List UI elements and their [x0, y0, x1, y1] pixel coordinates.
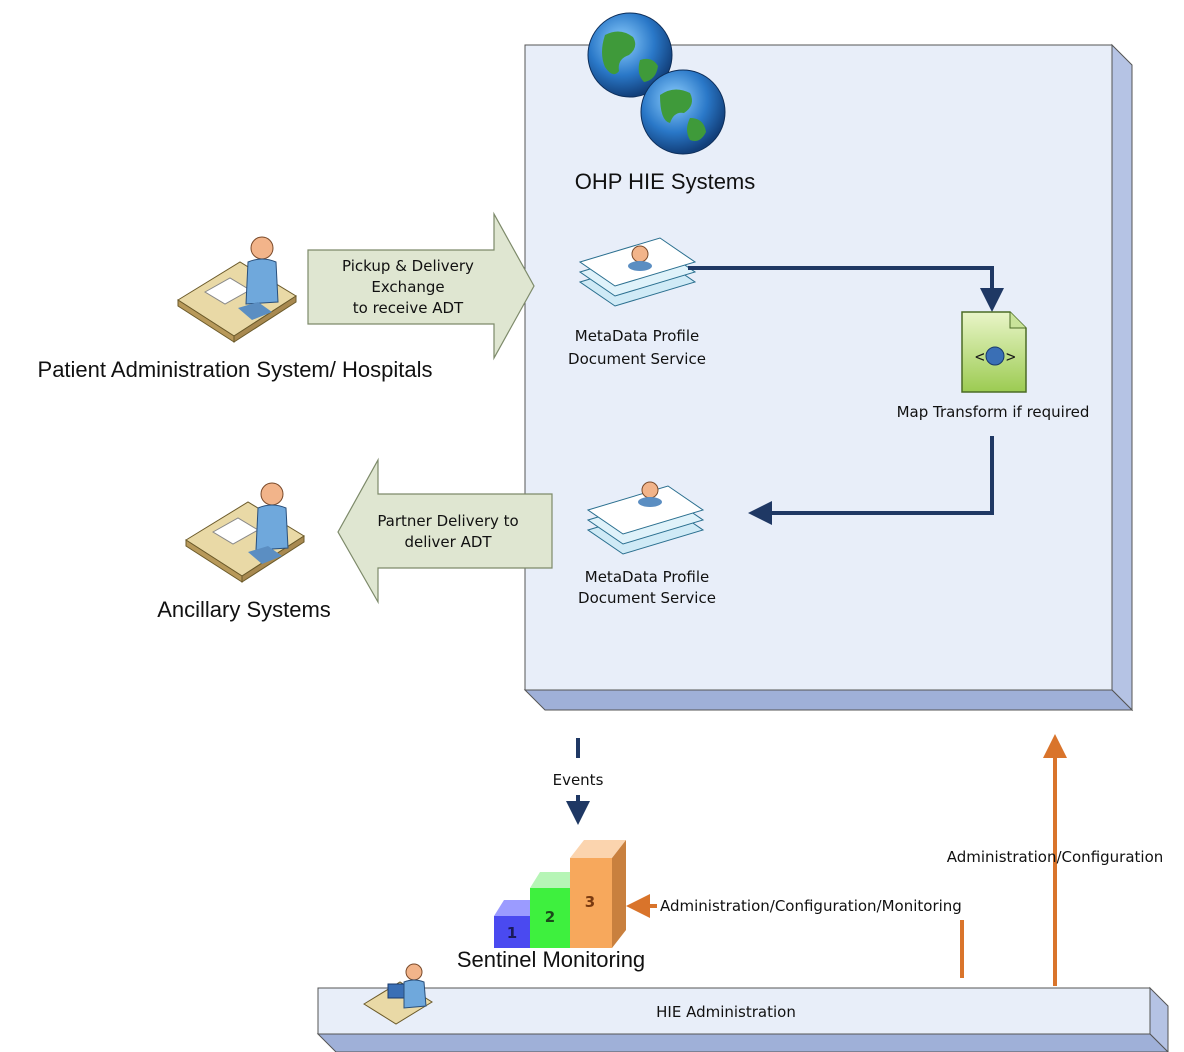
- hie-systems-box: [523, 43, 1134, 712]
- map-transform-icon: < >: [961, 311, 1027, 393]
- sentinel-bar-3-label: 3: [585, 893, 595, 911]
- partner-arrow-line2: deliver ADT: [404, 533, 492, 551]
- sentinel-label: Sentinel Monitoring: [457, 947, 645, 972]
- pickup-arrow-line1: Pickup & Delivery: [342, 257, 474, 275]
- doc-service-2-line2: Document Service: [578, 589, 716, 607]
- sentinel-monitoring-icon: [494, 840, 626, 948]
- hie-administration-bar: [316, 986, 1169, 1052]
- hie-systems-title: OHP HIE Systems: [575, 169, 756, 194]
- patient-admin-label: Patient Administration System/ Hospitals: [38, 357, 433, 382]
- admin-config-label: Administration/Configuration: [947, 848, 1164, 866]
- hie-admin-label: HIE Administration: [656, 1003, 796, 1021]
- events-label: Events: [553, 771, 604, 789]
- map-transform-label: Map Transform if required: [897, 403, 1090, 421]
- pickup-arrow-line2: Exchange: [371, 278, 444, 296]
- pickup-delivery-arrow: [307, 211, 535, 361]
- person-at-desk-icon: [185, 482, 305, 583]
- globe-icon: [587, 12, 726, 155]
- doc-service-1-line1: MetaData Profile: [575, 327, 699, 345]
- document-stack-icon: [586, 481, 705, 555]
- partner-delivery-arrow: [337, 457, 553, 605]
- ancillary-label: Ancillary Systems: [157, 597, 331, 622]
- person-at-computer-icon: [363, 963, 433, 1025]
- sentinel-bar-1-label: 1: [507, 924, 517, 942]
- sentinel-bar-2-label: 2: [545, 908, 555, 926]
- flow-arrow-to-transform: [688, 266, 1004, 312]
- svg-text:<: <: [975, 347, 985, 366]
- document-stack-icon: [578, 237, 697, 307]
- flow-arrow-to-delivery: [748, 436, 994, 525]
- svg-text:>: >: [1006, 347, 1016, 366]
- doc-service-1-line2: Document Service: [568, 350, 706, 368]
- partner-arrow-line1: Partner Delivery to: [377, 512, 518, 530]
- admin-config-monitoring-label: Administration/Configuration/Monitoring: [660, 897, 962, 915]
- pickup-arrow-line3: to receive ADT: [353, 299, 464, 317]
- person-at-desk-icon: [177, 236, 297, 343]
- doc-service-2-line1: MetaData Profile: [585, 568, 709, 586]
